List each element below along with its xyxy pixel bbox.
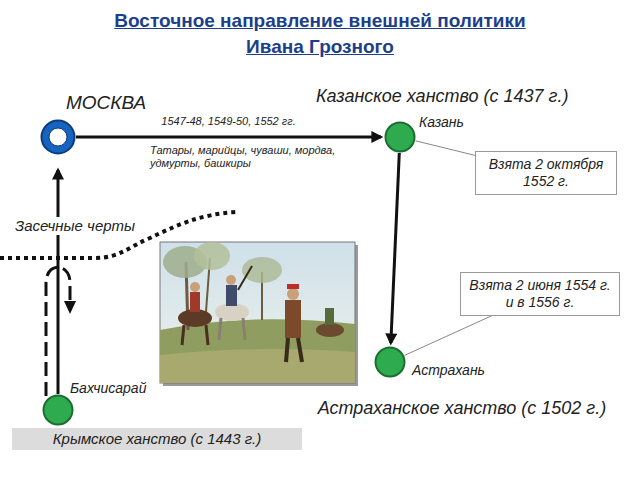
city-name: Бахчисарай [70, 380, 190, 397]
raid-arrow [57, 170, 60, 394]
city-marker: АстраханьАстраханское ханство (с 1502 г.… [374, 346, 406, 378]
date-note: Взята 2 октября 1552 г. [482, 156, 610, 190]
city-marker: Бахчисарай [42, 394, 74, 426]
date-box: Взята 2 октября 1552 г. [475, 151, 617, 195]
leader-line [416, 141, 475, 156]
campaign-arrow [391, 153, 399, 343]
khanate-name: Крымское ханство (с 1443 г.) [20, 430, 294, 448]
raid-arrowhead [64, 301, 76, 314]
circle-shape [40, 119, 76, 155]
abatis-label: Засечные черты [12, 217, 138, 235]
abatis-line [0, 212, 236, 258]
circle-core [49, 128, 67, 146]
circle-fill [376, 348, 405, 377]
edge-label: 1547-48, 1549-50, 1552 гг. [159, 115, 297, 128]
page-title: Восточное направление внешней политики И… [90, 8, 550, 59]
city-name: Астрахань [412, 362, 522, 379]
leader-line [405, 316, 492, 356]
date-box: Взята 2 июня 1554 г. и в 1556 г. [460, 272, 620, 316]
city-name: Казань [419, 114, 509, 131]
city-name: МОСКВА [66, 92, 196, 115]
peoples-note: Татары, марийцы, чуваши, мордва, удмурты… [150, 144, 360, 170]
circle-shape [374, 346, 406, 378]
city-marker: МОСКВА [40, 119, 76, 155]
city-marker: Казанское ханство (с 1437 г.)Казань [384, 121, 416, 153]
circle-fill [42, 121, 75, 154]
date-note: Взята 2 июня 1554 г. и в 1556 г. [467, 277, 613, 311]
circle-shape [384, 121, 416, 153]
khanate-band: Крымское ханство (с 1443 г.) [12, 428, 302, 450]
circle-fill [44, 396, 73, 425]
circle-shape [42, 394, 74, 426]
city-name: Астраханское ханство (с 1502 г.) [290, 398, 634, 420]
region-heading: Казанское ханство (с 1437 г.) [316, 86, 632, 108]
circle-fill [386, 123, 415, 152]
campaign-arrow [76, 136, 381, 139]
painting [160, 242, 358, 386]
